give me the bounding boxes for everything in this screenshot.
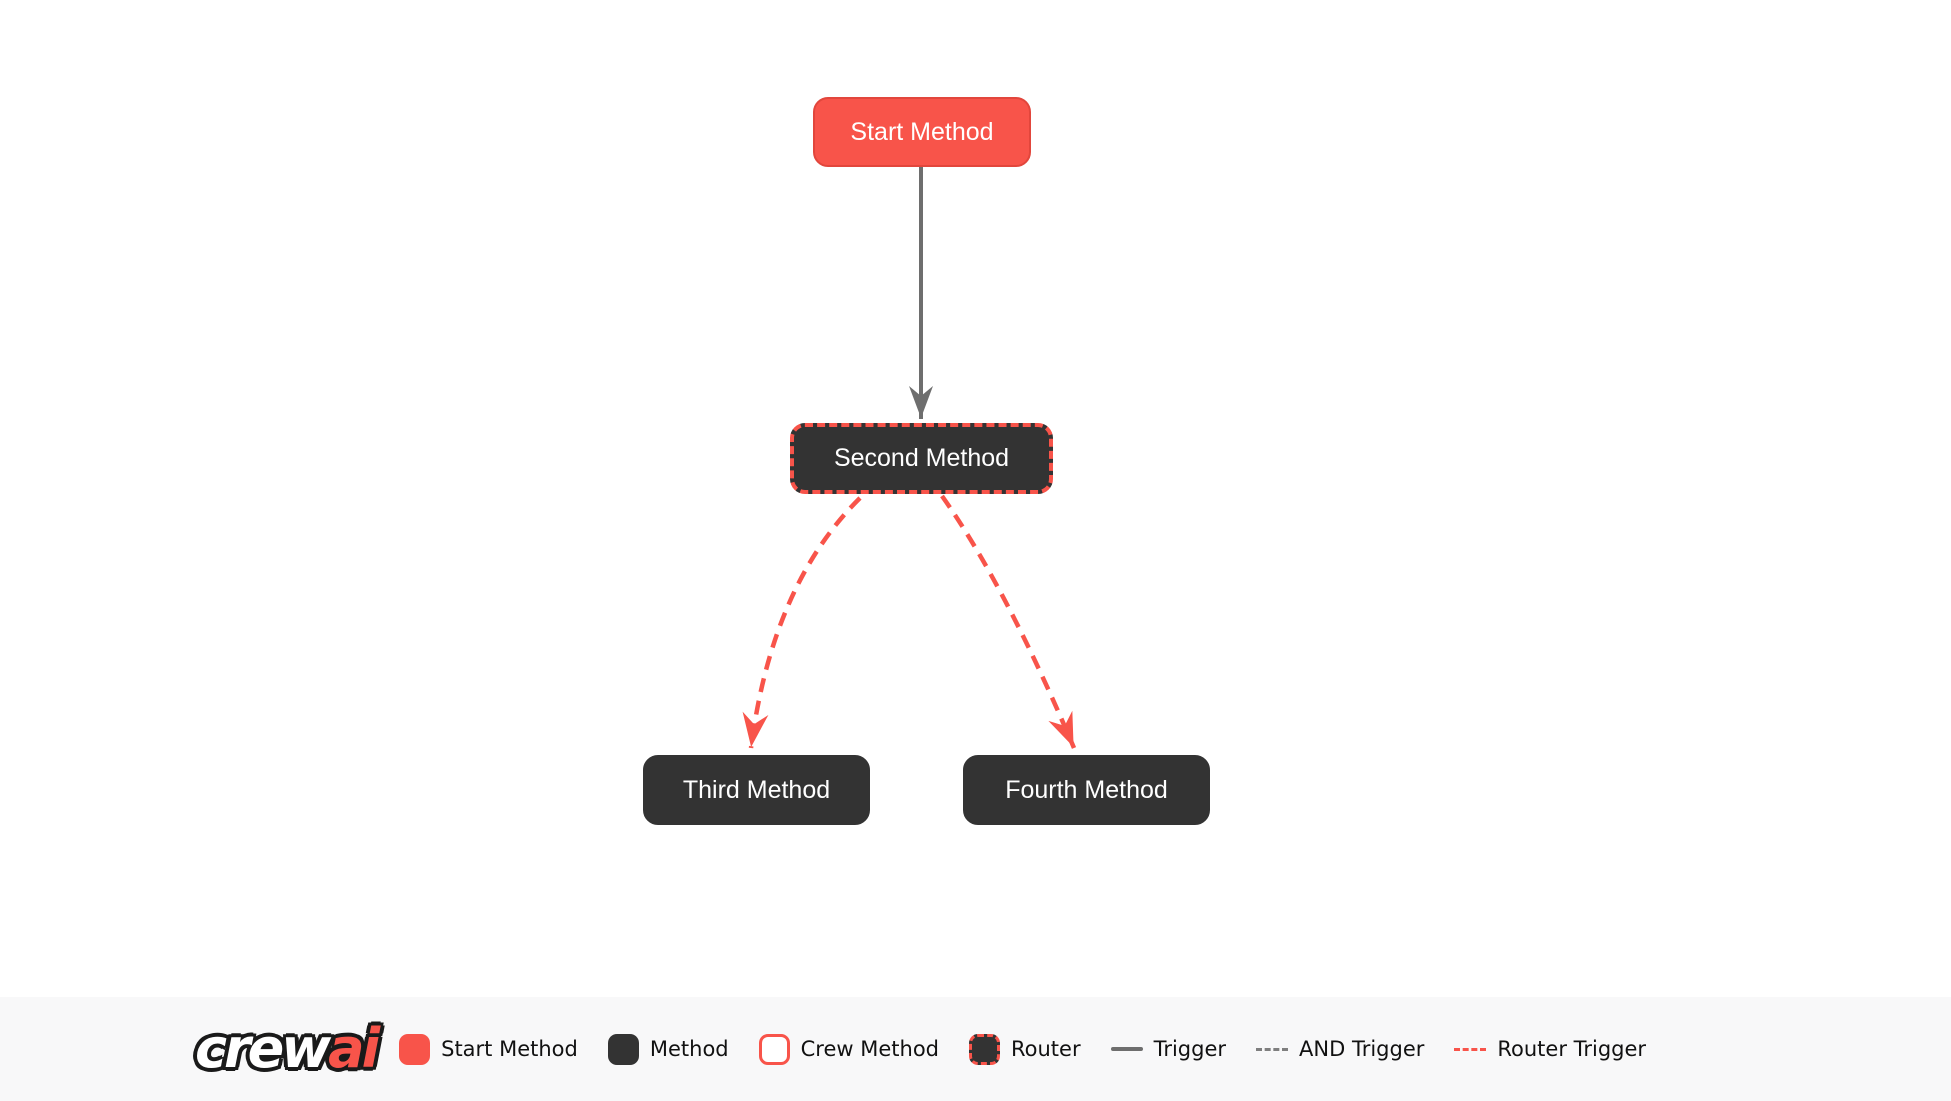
legend-label-start-method: Start Method	[441, 1037, 578, 1061]
legend-label-router-trigger: Router Trigger	[1497, 1037, 1647, 1061]
legend-item-router-trigger: Router Trigger	[1454, 1037, 1646, 1061]
legend-item-crew-method: Crew Method	[758, 1033, 939, 1065]
legend-label-and-trigger: AND Trigger	[1299, 1037, 1425, 1061]
and-trigger-line-icon	[1256, 1047, 1289, 1051]
trigger-line-icon	[1110, 1047, 1143, 1051]
crewai-logo-crew: crew	[195, 1017, 331, 1080]
node-second-method-router[interactable]: Second Method	[790, 423, 1053, 494]
node-start-method[interactable]: Start Method	[813, 97, 1031, 167]
legend-item-and-trigger: AND Trigger	[1256, 1037, 1424, 1061]
legend-bar: crewai Start Method Method Crew Method R…	[0, 997, 1951, 1101]
legend-label-method: Method	[649, 1037, 729, 1061]
legend-label-crew-method: Crew Method	[800, 1037, 939, 1061]
node-third-method[interactable]: Third Method	[643, 755, 870, 825]
router-trigger-edge-second-to-third	[742, 496, 862, 749]
legend-label-router: Router	[1011, 1037, 1081, 1061]
legend-items: Start Method Method Crew Method Router T…	[399, 1033, 1646, 1065]
flow-canvas[interactable]: Start Method Second Method Third Method …	[0, 0, 1951, 997]
crewai-logo: crewai	[195, 1022, 380, 1076]
node-start-method-label: Start Method	[850, 117, 994, 146]
method-swatch-icon	[607, 1033, 639, 1065]
router-trigger-line-icon	[1454, 1047, 1487, 1051]
router-trigger-edge-second-to-fourth	[940, 494, 1077, 749]
crewai-logo-ai: ai	[328, 1017, 380, 1080]
node-fourth-method[interactable]: Fourth Method	[963, 755, 1210, 825]
node-fourth-method-label: Fourth Method	[1005, 775, 1168, 804]
legend-item-trigger: Trigger	[1110, 1037, 1227, 1061]
legend-item-router: Router	[969, 1033, 1081, 1065]
router-swatch-icon	[969, 1033, 1000, 1065]
node-third-method-label: Third Method	[682, 775, 831, 804]
node-second-method-label: Second Method	[833, 444, 1010, 472]
crew-method-swatch-icon	[758, 1033, 790, 1065]
start-method-swatch-icon	[399, 1033, 431, 1065]
legend-item-method: Method	[607, 1033, 729, 1065]
legend-item-start-method: Start Method	[399, 1033, 578, 1065]
legend-label-trigger: Trigger	[1153, 1037, 1227, 1061]
